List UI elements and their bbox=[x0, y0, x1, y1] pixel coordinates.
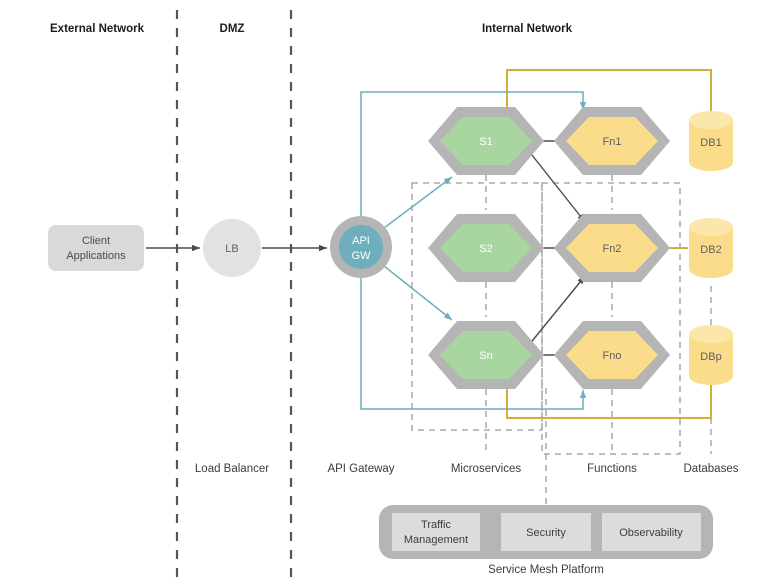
observability-box[interactable] bbox=[602, 513, 701, 551]
zone-dividers bbox=[175, 10, 293, 578]
zone-labels: External Network DMZ Internal Network bbox=[50, 23, 573, 35]
fn1-hex-fill[interactable] bbox=[566, 117, 658, 165]
s1-label: S1 bbox=[479, 136, 492, 148]
fno-label: Fno bbox=[603, 350, 622, 362]
api-gateway-label-line2: GW bbox=[352, 250, 372, 262]
gw-to-sn-arrow bbox=[383, 265, 453, 321]
sn-label: Sn bbox=[479, 350, 492, 362]
load-balancer-node[interactable]: LB bbox=[203, 219, 261, 277]
api-gateway-circle[interactable] bbox=[339, 225, 383, 269]
tier-labels: Load Balancer API Gateway Microservices … bbox=[195, 463, 739, 475]
tier-label-load-balancer: Load Balancer bbox=[195, 463, 269, 475]
tier-label-functions: Functions bbox=[587, 463, 637, 475]
zone-label-dmz: DMZ bbox=[220, 23, 245, 35]
traffic-management-label-line1: Traffic bbox=[421, 519, 451, 531]
db2-body[interactable] bbox=[689, 227, 733, 278]
dbp-label: DBp bbox=[700, 351, 721, 363]
s2-label: S2 bbox=[479, 243, 492, 255]
fn2-label: Fn2 bbox=[603, 243, 622, 255]
function-fn2[interactable]: Fn2 bbox=[554, 214, 670, 282]
client-applications-label-line1: Client bbox=[82, 235, 110, 247]
fn2-hex-fill[interactable] bbox=[566, 224, 658, 272]
fno-hex-fill[interactable] bbox=[566, 331, 658, 379]
client-applications-label-line2: Applications bbox=[66, 250, 126, 262]
gw-to-fn1-route bbox=[360, 91, 587, 216]
functions-group-box bbox=[541, 182, 681, 455]
service-mesh-component-traffic-management[interactable]: Traffic Management bbox=[392, 513, 480, 551]
observability-label: Observability bbox=[619, 527, 683, 539]
database-nodes[interactable]: DB1 DB2 DBp bbox=[689, 111, 733, 385]
dashed-group-boxes bbox=[411, 175, 712, 505]
gw-to-s1-arrow bbox=[383, 176, 453, 229]
dbp-link bbox=[506, 375, 712, 419]
microservice-s2[interactable]: S2 bbox=[428, 214, 544, 282]
tier-label-microservices: Microservices bbox=[451, 463, 522, 475]
load-balancer-label: LB bbox=[225, 243, 238, 255]
function-nodes[interactable]: Fn1 Fn2 Fno bbox=[554, 107, 670, 389]
db2-label: DB2 bbox=[700, 244, 721, 256]
zone-label-internal: Internal Network bbox=[482, 23, 573, 35]
database-dbp[interactable]: DBp bbox=[689, 325, 733, 385]
s1-hex-fill[interactable] bbox=[440, 117, 532, 165]
gateway-mesh-links bbox=[360, 91, 587, 410]
sn-hex-fill[interactable] bbox=[440, 331, 532, 379]
db1-link bbox=[506, 69, 712, 120]
function-fno[interactable]: Fno bbox=[554, 321, 670, 389]
s1-to-fn2-arrow bbox=[523, 144, 586, 223]
api-gateway-label-line1: API bbox=[352, 235, 370, 247]
gw-to-fno-route bbox=[360, 278, 587, 410]
tier-label-databases: Databases bbox=[684, 463, 739, 475]
db1-label: DB1 bbox=[700, 137, 721, 149]
function-fn1[interactable]: Fn1 bbox=[554, 107, 670, 175]
dbp-body[interactable] bbox=[689, 334, 733, 385]
client-applications[interactable]: Client Applications bbox=[48, 225, 144, 271]
security-box[interactable] bbox=[501, 513, 591, 551]
service-mesh-component-security[interactable]: Security bbox=[501, 513, 591, 551]
service-mesh-caption: Service Mesh Platform bbox=[488, 564, 604, 576]
database-db2[interactable]: DB2 bbox=[689, 218, 733, 278]
db1-body[interactable] bbox=[689, 120, 733, 171]
database-db1[interactable]: DB1 bbox=[689, 111, 733, 171]
load-balancer-circle[interactable] bbox=[203, 219, 261, 277]
tier-label-api-gateway: API Gateway bbox=[327, 463, 394, 475]
api-gateway-node[interactable]: API GW bbox=[330, 216, 392, 278]
microservice-s1[interactable]: S1 bbox=[428, 107, 544, 175]
zone-label-external: External Network bbox=[50, 23, 145, 35]
security-label: Security bbox=[526, 527, 566, 539]
client-applications-box[interactable] bbox=[48, 225, 144, 271]
dbp-top bbox=[689, 325, 733, 343]
traffic-management-box[interactable] bbox=[392, 513, 480, 551]
db2-top bbox=[689, 218, 733, 236]
db1-top bbox=[689, 111, 733, 129]
s2-hex-fill[interactable] bbox=[440, 224, 532, 272]
service-mesh-platform[interactable]: Traffic Management Security Observabilit… bbox=[379, 505, 713, 576]
traffic-management-label-line2: Management bbox=[404, 534, 468, 546]
microservice-nodes[interactable]: S1 S2 Sn bbox=[428, 107, 544, 389]
sn-to-fn2-arrow bbox=[523, 275, 586, 352]
service-mesh-component-observability[interactable]: Observability bbox=[602, 513, 701, 551]
microservice-sn[interactable]: Sn bbox=[428, 321, 544, 389]
fn1-label: Fn1 bbox=[603, 136, 622, 148]
